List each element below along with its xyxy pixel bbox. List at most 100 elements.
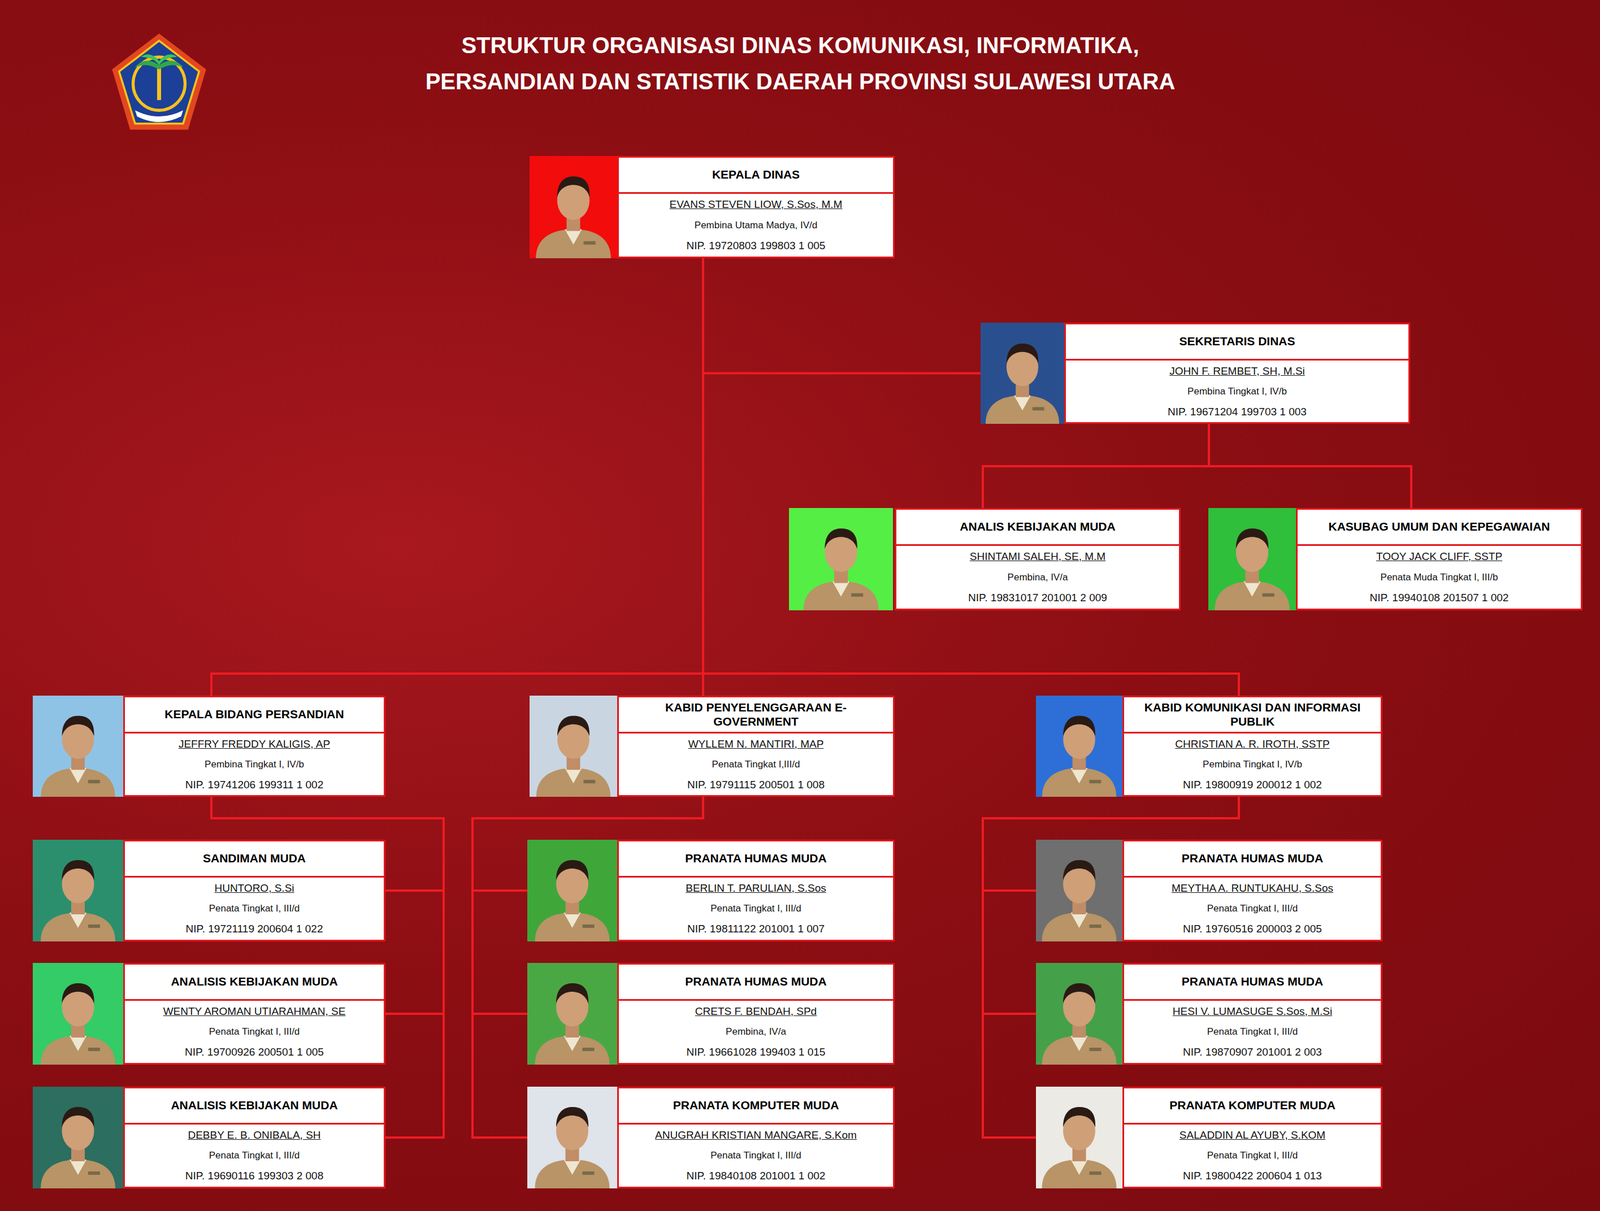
person-name: DEBBY E. B. ONIBALA, SH — [124, 1124, 384, 1146]
person-figure — [1042, 1107, 1117, 1189]
rank-grade: Penata Tingkat I, III/d — [1124, 898, 1381, 919]
nip-number: NIP. 19940108 201507 1 002 — [1297, 587, 1581, 609]
person-figure — [1042, 983, 1117, 1065]
nip-number: NIP. 19741206 199311 1 002 — [124, 774, 384, 796]
rank-grade: Penata Tingkat I,III/d — [618, 754, 893, 775]
photo-ground — [32, 963, 124, 1065]
nip-number: NIP. 19840108 201001 1 002 — [618, 1165, 893, 1187]
position-title: KEPALA BIDANG PERSANDIAN — [124, 697, 384, 734]
staff-node: PRANATA HUMAS MUDABERLIN T. PARULIAN, S.… — [527, 839, 895, 942]
nip-number: NIP. 19800422 200604 1 013 — [1124, 1165, 1381, 1187]
position-title: SEKRETARIS DINAS — [1065, 324, 1409, 361]
staff-card: PRANATA KOMPUTER MUDASALADDIN AL AYUBY, … — [1122, 1086, 1383, 1189]
position-title: SANDIMAN MUDA — [124, 841, 384, 878]
photo-ground — [527, 1086, 618, 1189]
staff-photo — [529, 695, 618, 797]
nip-number: NIP. 19671204 199703 1 003 — [1065, 401, 1409, 423]
position-title: KABID KOMUNIKASI DAN INFORMASI PUBLIK — [1124, 697, 1381, 734]
person-figure — [40, 983, 116, 1065]
staff-card: KABID PENYELENGGARAAN E- GOVERNMENTWYLLE… — [617, 695, 895, 797]
person-name: WENTY AROMAN UTIARAHMAN, SE — [124, 1000, 384, 1022]
person-figure — [1214, 528, 1290, 611]
nip-number: NIP. 19690116 199303 2 008 — [124, 1165, 384, 1187]
staff-node: SANDIMAN MUDAHUNTORO, S.SiPenata Tingkat… — [32, 839, 386, 942]
staff-node: PRANATA KOMPUTER MUDASALADDIN AL AYUBY, … — [1035, 1086, 1383, 1189]
staff-photo — [527, 1086, 618, 1189]
staff-card: PRANATA KOMPUTER MUDAANUGRAH KRISTIAN MA… — [617, 1086, 895, 1189]
staff-card: PRANATA HUMAS MUDACRETS F. BENDAH, SPdPe… — [617, 963, 895, 1065]
nip-number: NIP. 19870907 201001 2 003 — [1124, 1042, 1381, 1064]
rank-grade: Penata Tingkat I, III/d — [124, 898, 384, 919]
photo-ground — [980, 322, 1065, 424]
nip-number: NIP. 19720803 199803 1 005 — [618, 235, 893, 257]
staff-card: SEKRETARIS DINASJOHN F. REMBET, SH, M.Si… — [1064, 322, 1411, 424]
person-figure — [1042, 860, 1117, 942]
person-figure — [535, 983, 610, 1065]
staff-photo — [32, 839, 124, 942]
person-name: JEFFRY FREDDY KALIGIS, AP — [124, 733, 384, 755]
photo-ground — [1035, 1086, 1123, 1189]
person-name: HUNTORO, S.Si — [124, 877, 384, 899]
staff-photo — [32, 963, 124, 1065]
staff-card: KABID KOMUNIKASI DAN INFORMASI PUBLIKCHR… — [1122, 695, 1383, 797]
photo-ground — [1208, 508, 1296, 611]
staff-photo — [1035, 695, 1123, 797]
photo-ground — [1035, 839, 1123, 942]
person-figure — [40, 716, 115, 797]
rank-grade: Penata Muda Tingkat I, III/b — [1297, 567, 1581, 588]
person-name: ANUGRAH KRISTIAN MANGARE, S.Kom — [618, 1124, 893, 1146]
staff-node: ANALISIS KEBIJAKAN MUDADEBBY E. B. ONIBA… — [32, 1086, 386, 1189]
position-title: ANALISIS KEBIJAKAN MUDA — [124, 964, 384, 1001]
person-name: MEYTHA A. RUNTUKAHU, S.Sos — [1124, 877, 1381, 899]
logo-frame — [111, 33, 206, 130]
staff-node: KEPALA BIDANG PERSANDIANJEFFRY FREDDY KA… — [32, 695, 386, 797]
position-title: PRANATA HUMAS MUDA — [1124, 841, 1381, 878]
staff-photo — [1208, 508, 1296, 611]
photo-ground — [527, 839, 618, 942]
rank-grade: Pembina Tingkat I, IV/b — [124, 754, 384, 775]
staff-photo — [529, 155, 618, 259]
position-title: KABID PENYELENGGARAAN E- GOVERNMENT — [618, 697, 893, 734]
photo-ground — [1035, 695, 1123, 797]
staff-node: PRANATA KOMPUTER MUDAANUGRAH KRISTIAN MA… — [527, 1086, 895, 1189]
rank-grade: Penata Tingkat I, III/d — [1124, 1021, 1381, 1042]
staff-node: KASUBAG UMUM DAN KEPEGAWAIANTOOY JACK CL… — [1208, 508, 1583, 611]
rank-grade: Penata Tingkat I, III/d — [124, 1145, 384, 1166]
nip-number: NIP. 19811122 201001 1 007 — [618, 918, 893, 940]
staff-node: KABID PENYELENGGARAAN E- GOVERNMENTWYLLE… — [529, 695, 895, 797]
rank-grade: Pembina Tingkat I, IV/b — [1065, 381, 1409, 402]
staff-photo — [1035, 1086, 1123, 1189]
position-title: PRANATA HUMAS MUDA — [1124, 964, 1381, 1001]
rank-grade: Pembina Tingkat I, IV/b — [1124, 754, 1381, 775]
staff-card: ANALIS KEBIJAKAN MUDASHINTAMI SALEH, SE,… — [894, 508, 1181, 611]
photo-ground — [529, 155, 618, 259]
photo-ground — [527, 963, 618, 1065]
rank-grade: Pembina, IV/a — [618, 1021, 893, 1042]
connector-line — [982, 423, 1209, 509]
person-name: WYLLEM N. MANTIRI, MAP — [618, 733, 893, 755]
staff-photo — [1035, 839, 1123, 942]
staff-photo — [980, 322, 1065, 424]
staff-card: SANDIMAN MUDAHUNTORO, S.SiPenata Tingkat… — [123, 839, 386, 942]
staff-card: KEPALA BIDANG PERSANDIANJEFFRY FREDDY KA… — [123, 695, 386, 797]
person-name: JOHN F. REMBET, SH, M.Si — [1065, 360, 1409, 382]
logo-trunk — [157, 65, 162, 101]
staff-node: PRANATA HUMAS MUDAMEYTHA A. RUNTUKAHU, S… — [1035, 839, 1383, 942]
person-name: EVANS STEVEN LIOW, S.Sos, M.M — [618, 193, 893, 216]
photo-ground — [32, 695, 124, 797]
connector-line — [211, 258, 704, 696]
person-figure — [40, 1107, 116, 1189]
staff-card: PRANATA HUMAS MUDAMEYTHA A. RUNTUKAHU, S… — [1122, 839, 1383, 942]
staff-photo — [788, 508, 893, 611]
rank-grade: Penata Tingkat I, III/d — [124, 1021, 384, 1042]
staff-photo — [32, 1086, 124, 1189]
person-name: BERLIN T. PARULIAN, S.Sos — [618, 877, 893, 899]
logo-shield — [119, 40, 200, 124]
rank-grade: Penata Tingkat I, III/d — [618, 898, 893, 919]
nip-number: NIP. 19760516 200003 2 005 — [1124, 918, 1381, 940]
connector-line — [703, 258, 981, 374]
staff-node: ANALIS KEBIJAKAN MUDASHINTAMI SALEH, SE,… — [788, 508, 1181, 611]
nip-number: NIP. 19700926 200501 1 005 — [124, 1042, 384, 1064]
photo-ground — [1035, 963, 1123, 1065]
